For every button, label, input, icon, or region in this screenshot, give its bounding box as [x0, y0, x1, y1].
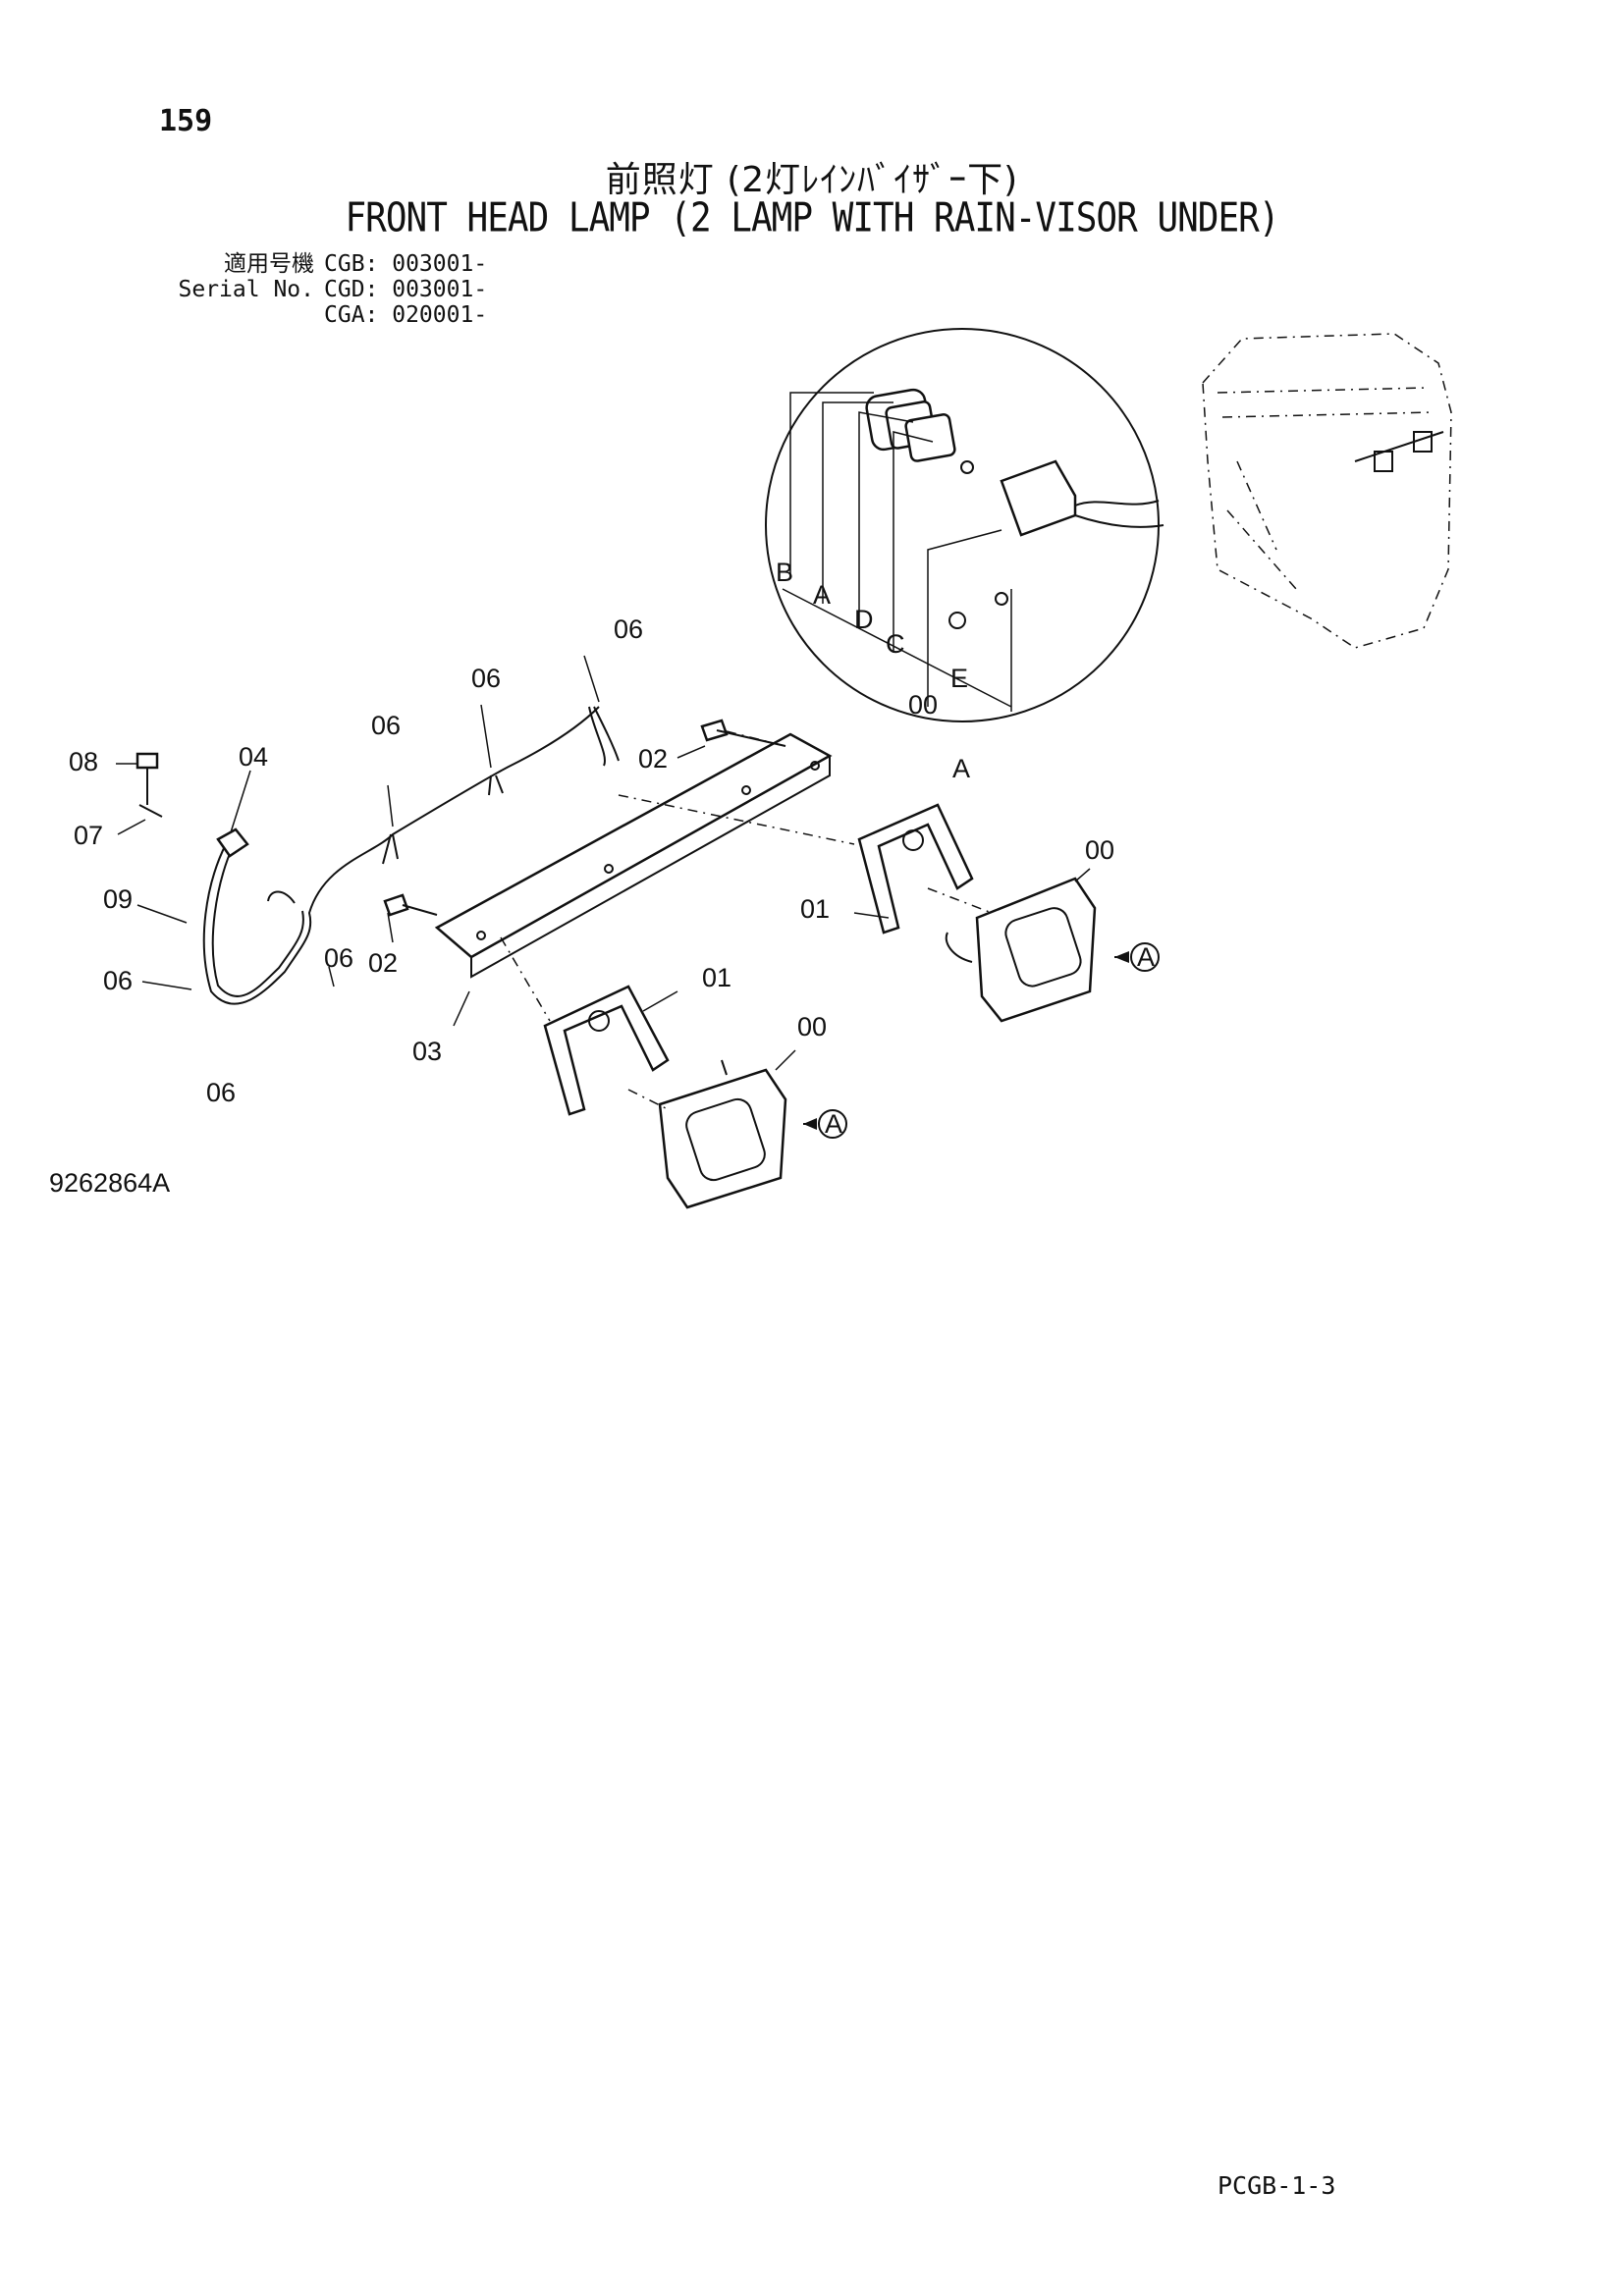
- callout-02-top: 02: [638, 744, 668, 774]
- parts-diagram: B A D C E 00 A: [69, 328, 1452, 1209]
- callout-01-left: 01: [702, 963, 731, 992]
- serial-label-en: Serial No.: [178, 277, 314, 302]
- callout-00-right: 00: [1085, 835, 1114, 865]
- callout-leaders: [116, 655, 1091, 1071]
- callout-04: 04: [239, 742, 268, 772]
- detail-label-a: A: [813, 580, 831, 610]
- detail-label-d: D: [854, 605, 874, 634]
- callout-00-left: 00: [797, 1012, 827, 1041]
- bolts: [383, 719, 786, 917]
- ref-a-right: A: [1137, 942, 1155, 972]
- callout-06-top: 06: [614, 614, 643, 644]
- title-japanese: 前照灯 (2灯ﾚｲﾝﾊﾞｲｻﾞｰ下): [605, 160, 1019, 200]
- serial-code-cgd: CGD: 003001-: [324, 277, 488, 302]
- serial-code-cga: CGA: 020001-: [324, 302, 488, 328]
- callout-02-bottom: 02: [368, 948, 398, 978]
- detail-label-b: B: [776, 558, 793, 587]
- serial-label: 適用号機 Serial No.: [147, 251, 314, 302]
- callout-07: 07: [74, 821, 103, 850]
- ref-a-left: A: [825, 1109, 842, 1139]
- callout-06-harness: 06: [371, 711, 401, 740]
- callout-00-detail: 00: [908, 690, 938, 720]
- figure-number: 9262864A: [49, 1168, 171, 1198]
- callout-08: 08: [69, 747, 98, 776]
- callout-06-bottom: 06: [206, 1078, 236, 1107]
- cab-outline-drawing: [1202, 333, 1452, 649]
- serial-code-cgb: CGB: 003001-: [324, 251, 488, 277]
- serial-codes: CGB: 003001- CGD: 003001- CGA: 020001-: [324, 251, 487, 328]
- callout-06-upper: 06: [471, 664, 501, 693]
- reference-a-markers: A A: [803, 942, 1160, 1139]
- detail-label-c: C: [886, 629, 905, 659]
- callout-03: 03: [412, 1037, 442, 1066]
- serial-label-jp: 適用号機: [224, 251, 314, 277]
- wiring-harness: [135, 706, 620, 1005]
- detail-circle: B A D C E 00 A: [765, 328, 1164, 783]
- callout-06-left: 06: [103, 966, 133, 995]
- callout-01-right: 01: [800, 894, 830, 924]
- callout-09: 09: [103, 884, 133, 914]
- lamp-brackets: [543, 803, 974, 1116]
- detail-ref-a: A: [952, 754, 970, 783]
- title-english: FRONT HEAD LAMP (2 LAMP WITH RAIN-VISOR …: [345, 194, 1280, 242]
- lamps: [658, 877, 1097, 1209]
- callout-06-mid: 06: [324, 943, 353, 973]
- page-number: 159: [159, 104, 213, 138]
- page-code: PCGB-1-3: [1218, 2171, 1336, 2200]
- mounting-plate: [434, 732, 833, 979]
- detail-label-e: E: [950, 664, 968, 693]
- assembly-lines: [500, 730, 993, 1110]
